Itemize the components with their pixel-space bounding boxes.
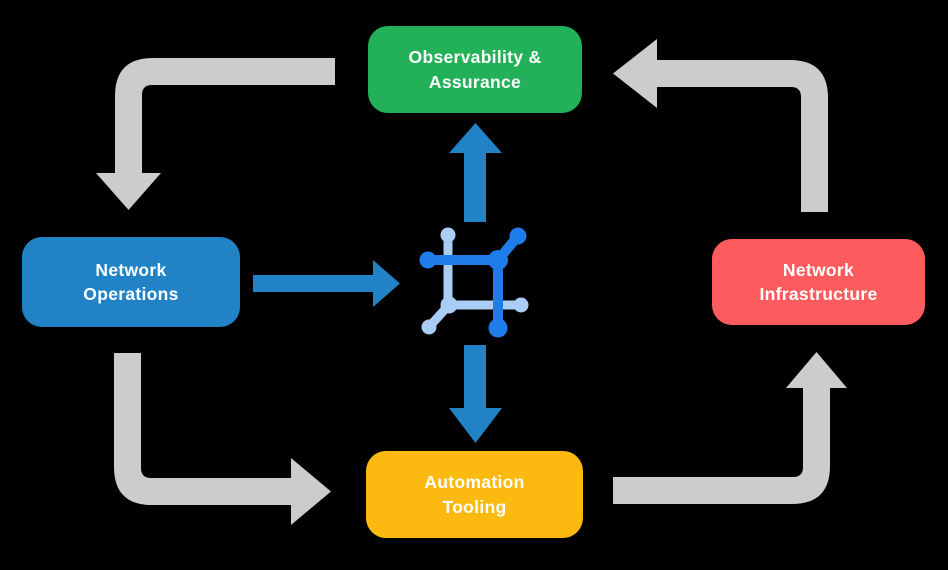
node-automation-label-line2: Tooling	[442, 496, 507, 517]
cycle-arrow-observability-to-operations-icon	[96, 58, 335, 210]
node-network-infrastructure: Network Infrastructure	[712, 239, 925, 325]
flow-arrow-operations-to-center-icon	[253, 260, 400, 307]
node-automation-label-line1: Automation	[424, 472, 525, 493]
node-operations-label-line2: Operations	[83, 284, 179, 304]
cycle-arrow-operations-to-automation-icon	[114, 353, 331, 525]
cycle-arrow-infrastructure-to-observability-icon	[613, 39, 828, 212]
icon-dark-branches	[419, 227, 527, 338]
network-automation-icon	[419, 227, 529, 338]
flow-arrow-center-to-automation-icon	[449, 345, 502, 443]
node-observability-assurance: Observability & Assurance	[368, 26, 582, 113]
flow-arrow-center-to-observability-icon	[449, 123, 502, 222]
node-observability-label-line2: Assurance	[428, 71, 522, 92]
node-infrastructure-label-line2: Infrastructure	[759, 284, 878, 304]
node-automation-tooling: Automation Tooling	[366, 451, 583, 538]
node-infrastructure-label-line1: Network	[782, 259, 855, 280]
node-operations-label-line1: Network	[95, 259, 167, 280]
node-observability-label-line1: Observability &	[408, 47, 542, 68]
node-network-operations: Network Operations	[22, 237, 240, 327]
cycle-arrow-automation-to-infrastructure-icon	[613, 352, 847, 504]
icon-light-branches	[421, 227, 529, 335]
